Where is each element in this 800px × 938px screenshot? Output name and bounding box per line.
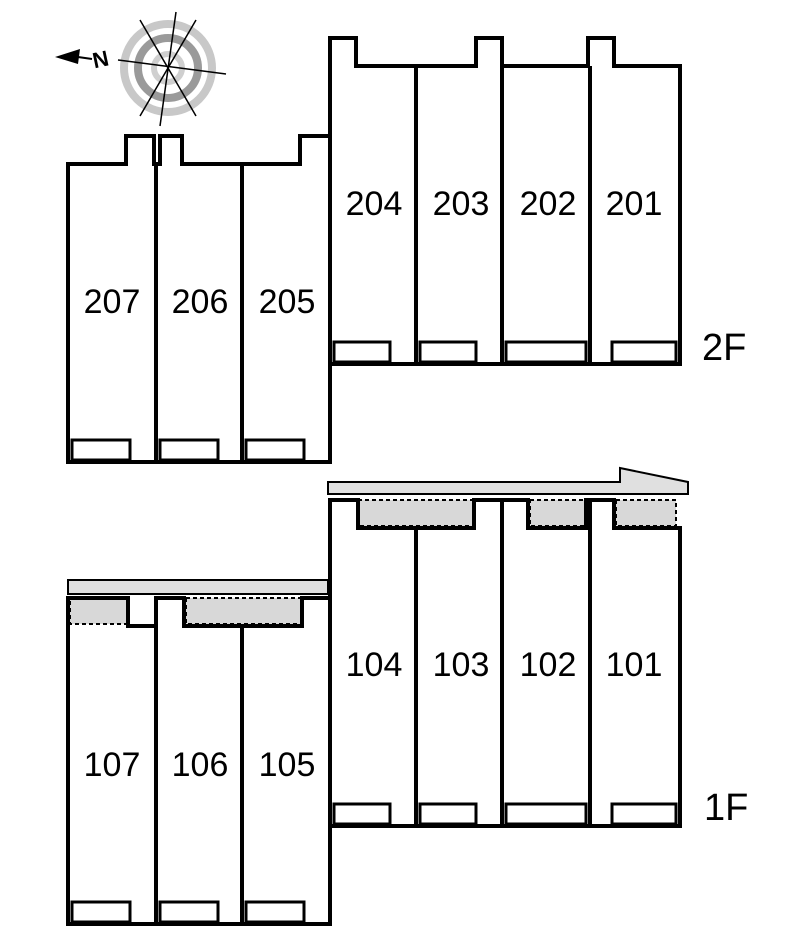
unit-104: 104 [346, 646, 403, 684]
balconies-1f [70, 802, 678, 924]
floor-2f [66, 36, 682, 464]
floor-label-1f: 1F [704, 787, 748, 829]
unit-106: 106 [172, 746, 229, 784]
compass-icon: N [55, 11, 227, 127]
unit-105: 105 [259, 746, 316, 784]
unit-103: 103 [433, 646, 490, 684]
units-1f: 101 102 103 104 105 106 107 [84, 646, 663, 784]
unit-206: 206 [172, 283, 229, 321]
corridors-1f [67, 466, 689, 595]
balconies-2f [70, 340, 678, 462]
unit-107: 107 [84, 746, 141, 784]
unit-102: 102 [520, 646, 577, 684]
unit-205: 205 [259, 283, 316, 321]
unit-203: 203 [433, 185, 490, 223]
floor-1f [66, 498, 682, 926]
floor-label-2f: 2F [702, 327, 746, 369]
north-arrow-icon [55, 49, 80, 64]
unit-201: 201 [606, 185, 663, 223]
compass-north-letter: N [90, 45, 111, 73]
unit-204: 204 [346, 185, 403, 223]
unit-202: 202 [520, 185, 577, 223]
units-2f: 201 202 203 204 205 206 207 [84, 185, 663, 321]
unit-101: 101 [606, 646, 663, 684]
unit-207: 207 [84, 283, 141, 321]
